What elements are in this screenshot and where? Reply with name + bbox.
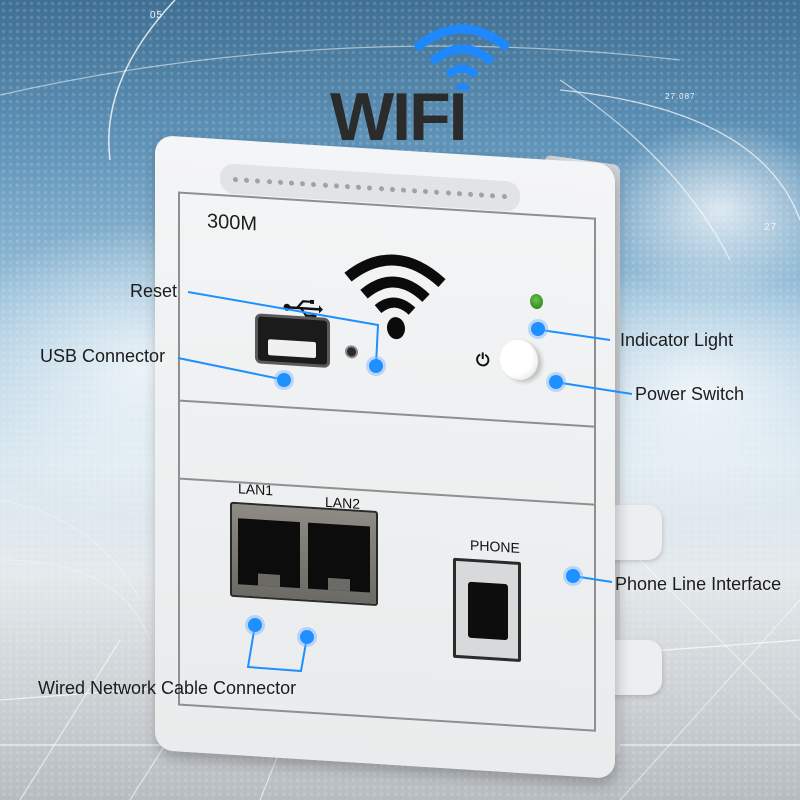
indicator-led: [530, 293, 543, 310]
reset-button[interactable]: [345, 344, 358, 359]
callout-indicator-light: Indicator Light: [620, 330, 734, 350]
background-number: 05: [150, 10, 164, 21]
lan2-port[interactable]: [308, 522, 370, 593]
lan2-callout-dot: [300, 630, 314, 644]
reset-callout-dot: [369, 359, 383, 373]
callout-usb-connector: USB Connector: [40, 346, 166, 366]
background-number: 27: [764, 222, 778, 233]
power-icon: ⏻: [476, 350, 490, 371]
phone-port[interactable]: [453, 557, 521, 663]
lan1-callout-dot: [248, 618, 262, 632]
power-callout-dot: [549, 375, 563, 389]
phone-label: PHONE: [470, 536, 520, 556]
usb-port[interactable]: [255, 313, 330, 369]
indicator-callout-dot: [531, 322, 545, 336]
lan1-port[interactable]: [238, 518, 300, 589]
mounting-tab: [612, 505, 662, 560]
usb-callout-dot: [277, 373, 291, 387]
callout-power-switch: Power Switch: [635, 384, 745, 404]
page-title: WIFI: [330, 79, 468, 155]
mounting-tab: [612, 640, 662, 695]
lan1-label: LAN1: [238, 480, 274, 499]
background-number: 27.087: [665, 92, 696, 101]
callout-reset: Reset: [130, 281, 178, 301]
callout-phone-line-interface: Phone Line Interface: [615, 574, 782, 594]
lan-ports: [230, 501, 378, 607]
wifi-signal-icon: [344, 254, 446, 340]
phone-callout-dot: [566, 569, 580, 583]
callout-wired-network: Wired Network Cable Connector: [38, 678, 297, 698]
speed-label: 300M: [207, 210, 258, 236]
wifi-signal-icon: [413, 24, 511, 90]
